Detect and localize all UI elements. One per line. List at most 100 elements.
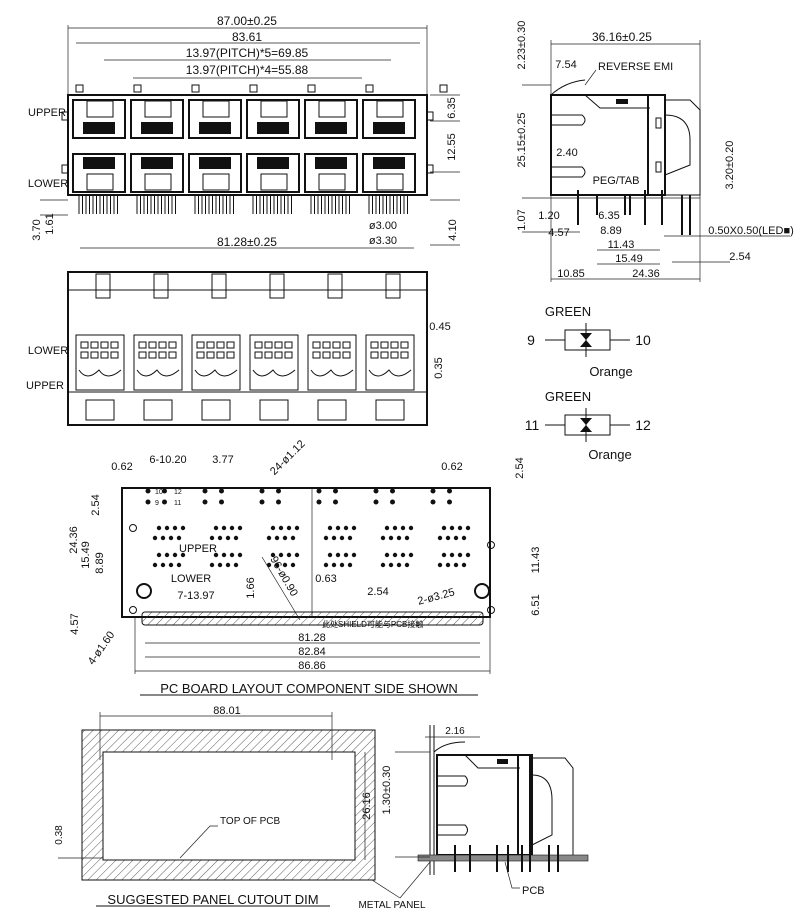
- dim-24-36-pcb: 24.36: [68, 526, 80, 554]
- side-view-mounted: [395, 725, 589, 889]
- dim-3-77: 3.77: [212, 454, 233, 466]
- dim-4-57: 4.57: [548, 227, 569, 239]
- dim-1-30: 1.30±0.30: [381, 766, 393, 815]
- pcb-lower-label: LOWER: [171, 573, 211, 585]
- dim-8-89: 8.89: [600, 225, 621, 237]
- dim-1-66: 1.66: [245, 577, 257, 598]
- led-color-orange: Orange: [589, 364, 632, 379]
- depth-dim: 36.16±0.25: [592, 30, 652, 44]
- dim-1-20: 1.20: [538, 210, 559, 222]
- dim-6-35-side: 6.35: [598, 210, 619, 222]
- dim-7-13-97: 7-13.97: [177, 590, 214, 602]
- height-dim: 25.15±0.25: [516, 113, 528, 168]
- dim-7-54: 7.54: [555, 59, 576, 71]
- dim-0-62-left: 0.62: [111, 461, 132, 473]
- lower-label: LOWER: [28, 178, 68, 190]
- upper-port: [362, 99, 416, 139]
- led-pin-12: 12: [635, 417, 651, 433]
- upper-port: [72, 99, 126, 139]
- lower-port: [130, 153, 184, 193]
- panel-cutout-title: SUGGESTED PANEL CUTOUT DIM: [107, 892, 318, 907]
- hole-3-30-dim: ø3.30: [369, 235, 397, 247]
- led-schematics: [545, 323, 630, 442]
- dim-2-54-left: 2.54: [90, 494, 102, 515]
- dim-6-10-20: 6-10.20: [149, 454, 186, 466]
- dim-10-85: 10.85: [557, 268, 585, 280]
- led-color-green: GREEN: [545, 304, 591, 319]
- dim-0-45: 0.45: [429, 321, 450, 333]
- shield-note: 此处SHIELD可能与PCB接触: [322, 619, 423, 629]
- dim-0-38: 0.38: [54, 825, 65, 845]
- dim-1-07: 1.07: [516, 209, 528, 230]
- holes-96-dim: 96-ø0.90: [267, 554, 299, 598]
- dim-2-40: 2.40: [556, 147, 577, 159]
- dim-4-10: 4.10: [447, 219, 459, 240]
- pcb-layout-title: PC BOARD LAYOUT COMPONENT SIDE SHOWN: [160, 681, 458, 696]
- dim-2-54-mid: 2.54: [367, 586, 388, 598]
- upper-port: [188, 99, 242, 139]
- pin-10-label: 10: [155, 489, 163, 496]
- pcb-upper-label: UPPER: [179, 543, 217, 555]
- rear-view: [67, 271, 428, 426]
- dim-1-61: 1.61: [44, 213, 56, 234]
- dim-11-43-pcb: 11.43: [530, 547, 542, 574]
- dim-0-63: 0.63: [315, 573, 336, 585]
- led-pin-11: 11: [525, 417, 540, 433]
- dim-15-49: 15.49: [615, 253, 643, 265]
- dim-12-55: 12.55: [446, 133, 458, 161]
- dim-86-86: 86.86: [298, 660, 326, 672]
- dim-24-36: 24.36: [632, 268, 660, 280]
- led-pin-9: 9: [527, 332, 535, 348]
- pin-11-label: 11: [174, 500, 181, 507]
- hole-3-00-dim: ø3.00: [369, 220, 397, 232]
- top-of-pcb-label: TOP OF PCB: [220, 816, 281, 827]
- dim-0-35: 0.35: [433, 357, 445, 378]
- led-color-orange: Orange: [588, 447, 631, 462]
- dim-3-20: 3.20±0.20: [724, 141, 736, 190]
- panel-width-dim: 88.01: [213, 705, 241, 717]
- rear-port: [249, 334, 299, 391]
- led-pin-dim: 0.50X0.50(LED■): [708, 225, 794, 237]
- lower-port: [72, 153, 126, 193]
- rear-lower-label: LOWER: [28, 345, 68, 357]
- dim-6-35: 6.35: [446, 97, 458, 118]
- peg-tab-label: PEG/TAB: [593, 175, 640, 187]
- pcb-label: PCB: [522, 885, 545, 897]
- dim-4-57-pcb: 4.57: [69, 613, 81, 634]
- dim-15-49-pcb: 15.49: [80, 541, 92, 569]
- dim-0-62-right: 0.62: [441, 461, 462, 473]
- upper-label: UPPER: [28, 107, 66, 119]
- bottom-width-dim: 81.28±0.25: [217, 235, 277, 249]
- overall-width-dim: 87.00±0.25: [217, 14, 277, 28]
- dim-2-54-side: 2.54: [729, 251, 750, 263]
- dim-8-89-pcb: 8.89: [94, 552, 106, 573]
- dim-11-43: 11.43: [608, 239, 635, 251]
- pitch-4-dim: 13.97(PITCH)*4=55.88: [186, 63, 309, 77]
- dim-6-51: 6.51: [530, 594, 542, 615]
- dim-3-70: 3.70: [31, 219, 43, 240]
- rear-port: [365, 334, 415, 391]
- panel-height-dim: 26.16: [361, 792, 373, 820]
- rear-port: [191, 334, 241, 391]
- rear-upper-label: UPPER: [26, 380, 64, 392]
- pin-9-label: 9: [155, 500, 159, 507]
- reverse-emi-label: REVERSE EMI: [598, 61, 673, 73]
- pitch-5-dim: 13.97(PITCH)*5=69.85: [186, 46, 309, 60]
- lower-port: [188, 153, 242, 193]
- pin-12-label: 12: [174, 489, 182, 496]
- rear-port: [307, 334, 357, 391]
- front-view: [40, 25, 460, 249]
- holes-24-dim: 24-ø1.12: [268, 438, 308, 478]
- dim-2-54-right: 2.54: [514, 457, 526, 478]
- pcb-layout: [121, 487, 495, 696]
- rear-port: [133, 334, 183, 391]
- dim-82-84: 82.84: [298, 646, 326, 658]
- upper-port: [246, 99, 300, 139]
- dim-2-23: 2.23±0.30: [516, 21, 528, 70]
- dim-2-16: 2.16: [445, 726, 465, 737]
- led-pin-10: 10: [635, 332, 651, 348]
- upper-port: [304, 99, 358, 139]
- inner-width-dim: 83.61: [232, 30, 262, 44]
